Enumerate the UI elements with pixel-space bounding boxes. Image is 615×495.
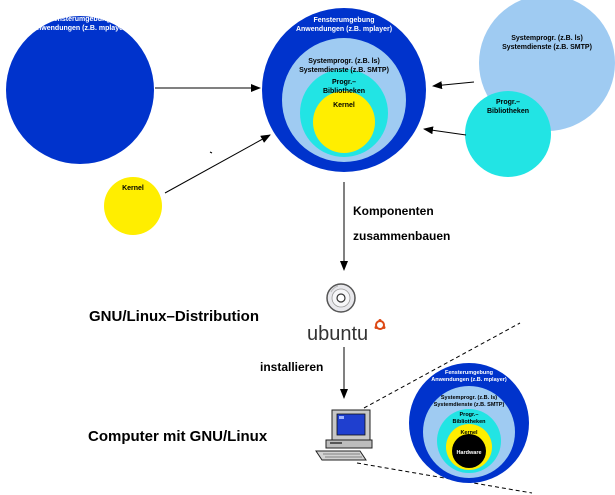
assembled-lib-line2: Bibliotheken [323,88,365,95]
ubuntu-wordmark: ubuntu [307,323,368,345]
app-label-line2: Anwendungen (z.B. mplayer) [32,25,128,32]
libraries-component: Progr.– Bibliotheken [465,91,551,177]
applications-component: Fensterumgebung Anwendungen (z.B. mplaye… [6,16,154,164]
step-install: installieren [260,360,323,374]
distribution-label: GNU/Linux–Distribution [89,308,259,325]
installed-lib-line1: Progr.– [460,412,479,418]
installed-lib-line2: Bibliotheken [452,419,486,425]
arrow-system-programs [432,81,475,90]
ubuntu-circle-of-friends-icon [374,319,386,330]
installed-system: Fensterumgebung Anwendungen (z.B. mplaye… [409,363,529,483]
assembled-system: Fensterumgebung Anwendungen (z.B. mplaye… [262,8,426,172]
sys-label-line1: Systemprogr. (z.B. ls) [511,35,583,42]
zoom-line-bottom [356,462,533,494]
ubuntu-logo: ubuntu [307,319,386,345]
kernel-component-label: Kernel [122,185,144,192]
cd-disc-icon [326,283,356,313]
zoom-line-top [363,322,521,409]
assembled-app-line2: Anwendungen (z.B. mplayer) [296,26,392,33]
sys-label-line2: Systemdienste (z.B. SMTP) [502,44,592,51]
stray-mark [209,151,213,154]
assembled-app-line1: Fensterumgebung [313,17,374,24]
assembled-sys-line2: Systemdienste (z.B. SMTP) [299,67,389,74]
lib-label-line2: Bibliotheken [487,108,529,115]
arrow-kernel [164,134,271,194]
assembly-arrows [155,81,475,399]
installed-sys-line1: Systemprogr. (z.B. ls) [441,395,497,401]
kernel-component: Kernel [104,177,162,235]
assembled-lib-line1: Progr.– [332,79,356,86]
step-assemble-line1: Komponenten [353,204,434,218]
installed-sys-line2: Systemdienste (z.B. SMTP) [434,402,505,408]
arrow-libraries [423,126,467,136]
assembled-kernel-label: Kernel [333,102,355,109]
assembled-sys-line1: Systemprogr. (z.B. ls) [308,58,380,65]
app-label-line1: Fensterumgebung [49,16,110,23]
installed-kernel-label: Kernel [460,430,478,436]
installed-app-line1: Fensterumgebung [445,370,493,376]
computer-label: Computer mit GNU/Linux [88,428,268,445]
lib-label-line1: Progr.– [496,99,520,106]
installed-app-line2: Anwendungen (z.B. mplayer) [431,377,507,383]
desktop-computer-icon [315,409,373,461]
step-assemble-line2: zusammenbauen [353,229,450,243]
installed-hardware-label: Hardware [456,450,481,456]
